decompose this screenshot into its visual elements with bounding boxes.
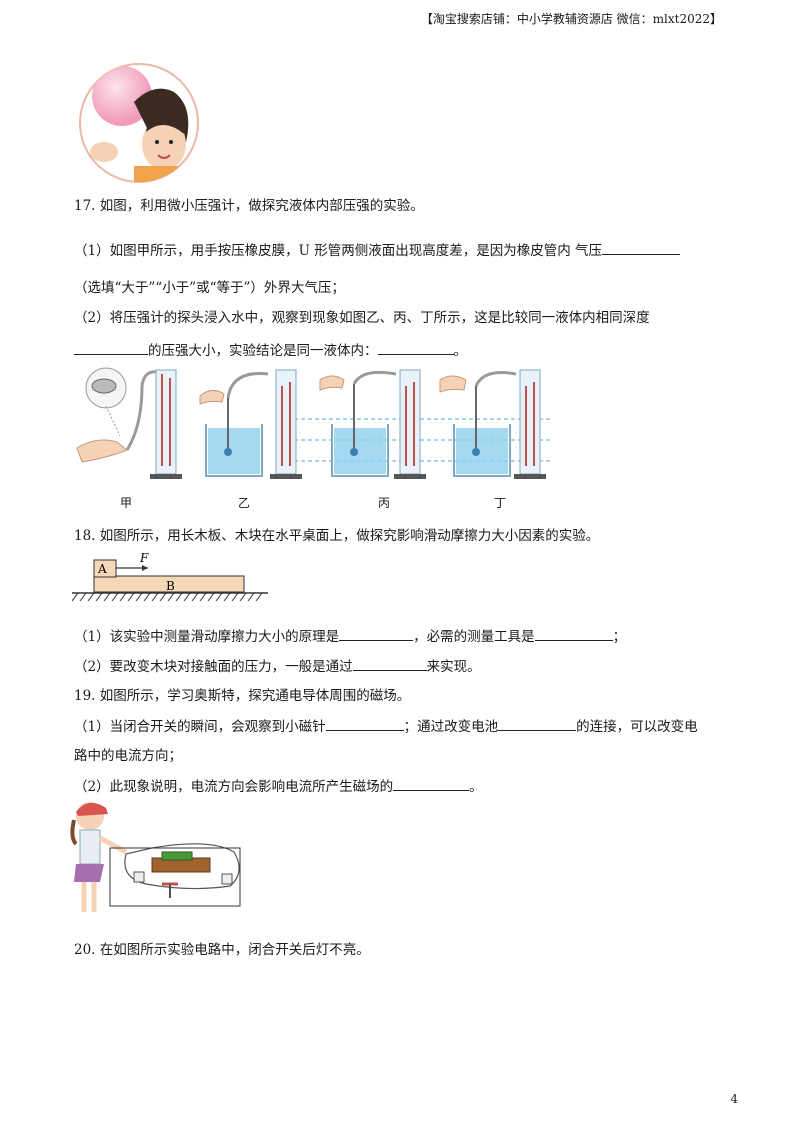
answer-blank[interactable] [339,626,414,641]
figure-label-yi: 乙 [238,496,251,510]
q17-part1-line1: （1）如图甲所示，用手按压橡皮膜，U 形管两侧液面出现高度差，是因为橡皮管内 气… [74,240,681,261]
answer-blank[interactable] [377,340,454,355]
q20-stem: 20. 在如图所示实验电路中，闭合开关后灯不亮。 [74,942,370,958]
oersted-figure [70,798,246,924]
answer-blank[interactable] [393,776,470,791]
q17-part2-line1: （2）将压强计的探头浸入水中，观察到现象如图乙、丙、丁所示，这是比较同一液体内相… [74,310,650,326]
force-label: F [139,551,149,565]
q17-part2-line2: 的压强大小，实验结论是同一液体内：。 [74,340,467,361]
answer-blank[interactable] [602,240,681,255]
q19-part2: （2）此现象说明，电流方向会影响电流所产生磁场的。 [74,776,483,797]
q19-part1-line1: （1）当闭合开关的瞬间，会观察到小磁针；通过改变电池的连接，可以改变电 [74,716,698,737]
figure-label-bing: 丙 [378,496,391,510]
q17-stem: 17. 如图，利用微小压强计，做探究液体内部压强的实验。 [74,198,424,214]
q19-stem: 19. 如图所示，学习奥斯特，探究通电导体周围的磁场。 [74,688,411,704]
q17-part1-line2: （选填“大于”“小于”或“等于”）外界大气压； [74,280,345,296]
board-b-label: B [166,579,175,593]
page-number: 4 [730,1092,738,1106]
q18-stem: 18. 如图所示，用长木板、木块在水平桌面上，做探究影响滑动摩擦力大小因素的实验… [74,528,600,544]
answer-blank[interactable] [498,716,577,731]
answer-blank[interactable] [74,340,148,355]
figure-label-ding: 丁 [494,496,507,510]
balloon-hair-photo [74,62,204,188]
q19-part1-line2: 路中的电流方向； [74,748,182,764]
q18-part1: （1）该实验中测量滑动摩擦力大小的原理是，必需的测量工具是； [74,626,626,647]
answer-blank[interactable] [352,656,427,671]
answer-blank[interactable] [325,716,404,731]
q18-part2: （2）要改变木块对接触面的压力，一般是通过来实现。 [74,656,481,677]
pressure-gauge-figure [72,366,562,492]
answer-blank[interactable] [534,626,613,641]
friction-figure: A F B [71,548,272,612]
block-a-label: A [97,562,107,576]
figure-label-jia: 甲 [120,496,133,510]
page-header: 【淘宝搜索店铺：中小学教辅资源店 微信：mlxt2022】 [420,12,722,26]
